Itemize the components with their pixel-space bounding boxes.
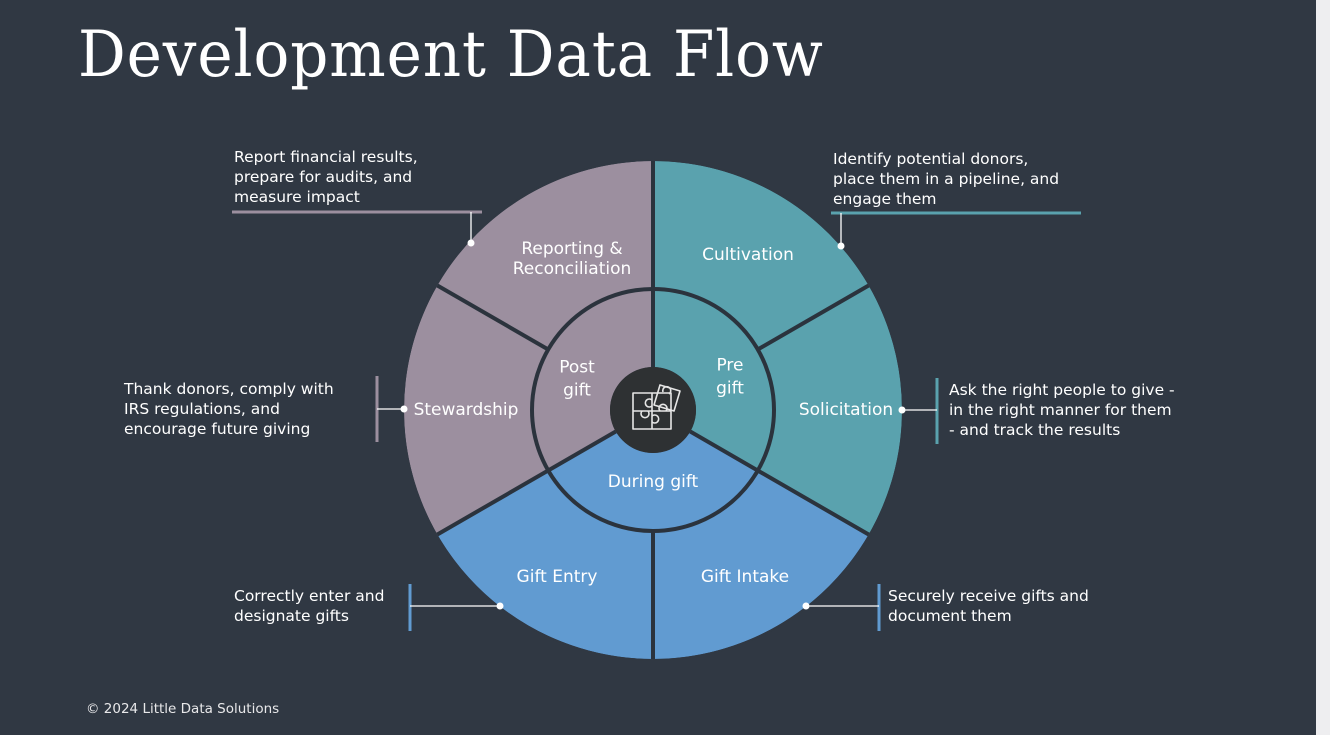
- slide-edge: [1316, 0, 1330, 735]
- hub: [610, 367, 696, 453]
- stage-label-gift-intake: Gift Intake: [701, 567, 789, 587]
- callout-dot-stewardship: [400, 405, 408, 413]
- segment-divider: [436, 429, 617, 537]
- callout-dot-gift-intake: [802, 602, 810, 610]
- callout-dot-gift-entry: [496, 602, 504, 610]
- segment-cultivation: [653, 161, 869, 350]
- stage-label-solicitation: Solicitation: [799, 400, 893, 420]
- stage-label-gift-entry: Gift Entry: [517, 567, 598, 587]
- description-cultivation: Identify potential donors, place them in…: [833, 150, 1060, 208]
- description-gift-entry: Correctly enter and designate gifts: [234, 587, 385, 625]
- stage-label-reporting-reconciliation: Reporting &Reconciliation: [513, 239, 632, 279]
- copyright-footer: © 2024 Little Data Solutions: [86, 701, 280, 717]
- phase-post: [532, 289, 653, 471]
- segment-reporting-reconciliation: [437, 161, 653, 350]
- callout-dot-cultivation: [837, 242, 845, 250]
- stage-label-cultivation: Cultivation: [702, 245, 794, 265]
- description-reporting-reconciliation: Report financial results, prepare for au…: [234, 148, 418, 206]
- segment-gift-intake: [653, 470, 869, 659]
- phase-pre: [653, 289, 774, 471]
- segment-stewardship: [404, 285, 549, 535]
- segment-solicitation: [757, 285, 902, 535]
- phase-during: [548, 431, 758, 531]
- phase-label-during: During gift: [608, 472, 699, 492]
- segment-divider: [436, 283, 550, 352]
- segment-gift-entry: [437, 470, 653, 659]
- description-gift-intake: Securely receive gifts and document them: [888, 587, 1089, 625]
- description-solicitation: Ask the right people to give - in the ri…: [949, 381, 1175, 439]
- page-title: Development Data Flow: [78, 18, 824, 92]
- stage-label-stewardship: Stewardship: [414, 400, 519, 420]
- segment-divider: [689, 429, 870, 537]
- description-stewardship: Thank donors, comply with IRS regulation…: [124, 380, 334, 438]
- callout-dot-solicitation: [898, 406, 906, 414]
- puzzle-pieces-icon: [632, 384, 681, 430]
- inner-ring-border: [530, 287, 776, 533]
- callout-dot-reporting-reconciliation: [467, 239, 475, 247]
- segment-divider: [756, 283, 870, 352]
